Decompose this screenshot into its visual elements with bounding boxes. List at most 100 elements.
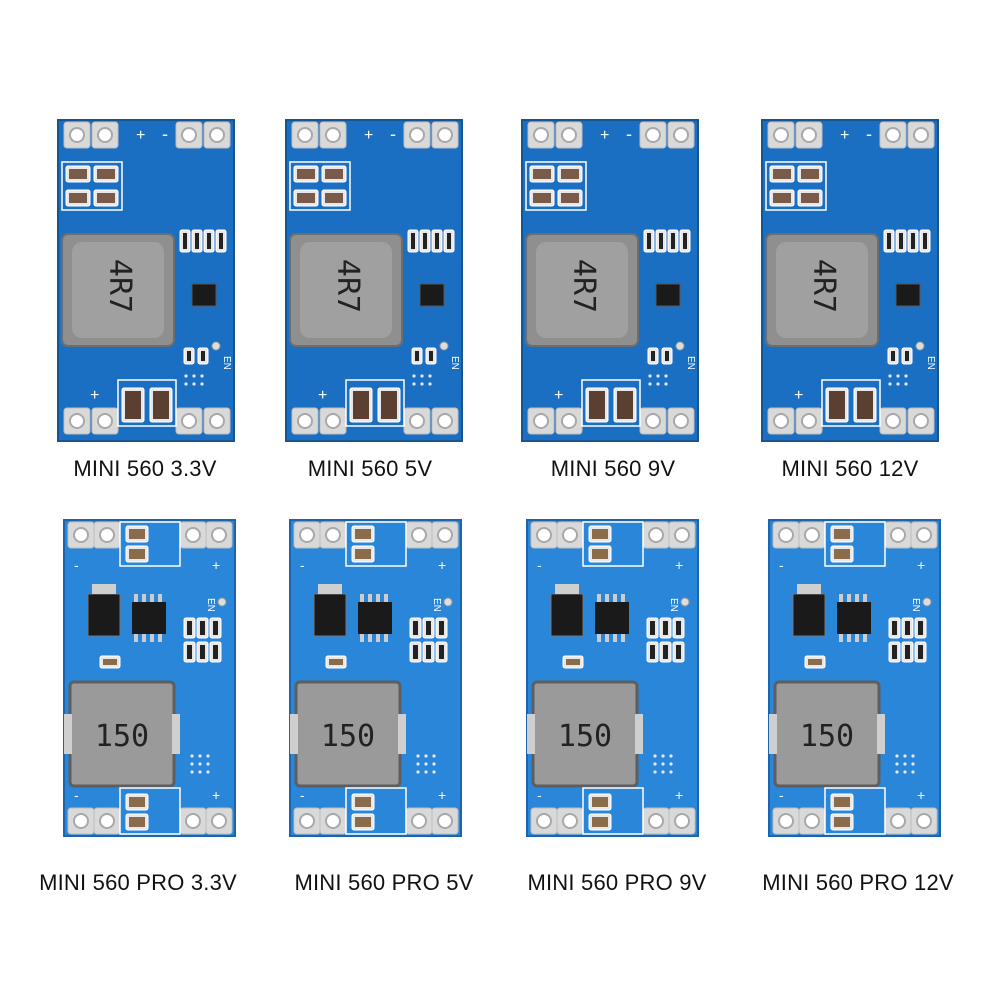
- resistor: [895, 229, 907, 253]
- diode: [550, 593, 584, 637]
- pad-bottom-left-1: [767, 407, 795, 435]
- inductor-marking: 150: [95, 719, 149, 754]
- capacitor: [351, 813, 375, 831]
- capacitor: [825, 387, 849, 423]
- capacitor: [149, 387, 173, 423]
- resistor: [659, 641, 672, 663]
- capacitor: [830, 793, 854, 811]
- resistor: [659, 617, 672, 639]
- capacitor: [349, 387, 373, 423]
- resistor: [203, 229, 215, 253]
- capacitor: [588, 793, 612, 811]
- caption-mini560pro-12v: MINI 560 PRO 12V: [762, 870, 954, 895]
- resistor: [907, 229, 919, 253]
- plus-silk-label: +: [212, 787, 220, 803]
- plus-silk-label: +: [212, 557, 220, 573]
- plus-silk-label: +: [917, 787, 925, 803]
- pad-top-left-1: [767, 121, 795, 149]
- pad-bottom-right-1: [179, 807, 207, 835]
- inductor-marking: 4R7: [330, 259, 365, 313]
- capacitor: [377, 387, 401, 423]
- pad-top-right-1: [179, 521, 207, 549]
- minus-silk-label: -: [74, 787, 79, 803]
- resistor: [887, 347, 899, 365]
- pad-top-left-1: [67, 521, 95, 549]
- pad-top-left-1: [291, 121, 319, 149]
- resistor: [422, 617, 435, 639]
- resistor: [901, 641, 914, 663]
- pad-bottom-left-2: [798, 807, 826, 835]
- pad-bottom-left-2: [93, 807, 121, 835]
- inductor-marking: 4R7: [806, 259, 841, 313]
- pad-top-left-2: [91, 121, 119, 149]
- pad-bottom-right-2: [667, 407, 695, 435]
- capacitor: [321, 189, 347, 207]
- plus-silk-label: +: [675, 787, 683, 803]
- resistor: [435, 617, 448, 639]
- capacitor: [351, 793, 375, 811]
- capacitor: [293, 165, 319, 183]
- inductor: 4R7: [289, 233, 403, 347]
- capacitor: [585, 387, 609, 423]
- resistor: [901, 617, 914, 639]
- pad-top-right-2: [910, 521, 938, 549]
- pad-bottom-left-2: [319, 407, 347, 435]
- inductor: 4R7: [765, 233, 879, 347]
- capacitor: [588, 525, 612, 543]
- plus-silk-label: +: [917, 557, 925, 573]
- capacitor: [588, 813, 612, 831]
- resistor: [679, 229, 691, 253]
- pad-bottom-left-2: [556, 807, 584, 835]
- minus-silk-label: -: [390, 124, 396, 144]
- pad-top-left-2: [795, 121, 823, 149]
- inductor-marking: 150: [321, 719, 375, 754]
- capacitor: [325, 655, 347, 669]
- plus-silk-label: +: [840, 127, 849, 144]
- caption-mini560pro-9v: MINI 560 PRO 9V: [527, 870, 707, 895]
- en-silk-label: EN: [205, 598, 216, 612]
- minus-silk-label: -: [537, 557, 542, 573]
- capacitor: [769, 189, 795, 207]
- capacitor: [797, 189, 823, 207]
- ic-chip: [358, 594, 392, 642]
- capacitor: [125, 813, 149, 831]
- resistor: [883, 229, 895, 253]
- pad-top-left-1: [530, 521, 558, 549]
- pad-top-left-2: [555, 121, 583, 149]
- capacitor: [125, 545, 149, 563]
- capacitor: [769, 165, 795, 183]
- pad-bottom-right-1: [884, 807, 912, 835]
- diode: [87, 593, 121, 637]
- plus-silk-label: +: [600, 127, 609, 144]
- pad-bottom-left-1: [63, 407, 91, 435]
- pad-bottom-left-2: [91, 407, 119, 435]
- resistor: [183, 641, 196, 663]
- capacitor: [830, 545, 854, 563]
- resistor: [643, 229, 655, 253]
- inductor: 4R7: [61, 233, 175, 347]
- pad-bottom-left-1: [67, 807, 95, 835]
- capacitor: [613, 387, 637, 423]
- resistor: [179, 229, 191, 253]
- pad-bottom-left-2: [319, 807, 347, 835]
- plus-silk-label: +: [554, 387, 563, 404]
- resistor: [196, 641, 209, 663]
- inductor-marking: 4R7: [102, 259, 137, 313]
- inductor: 150: [290, 680, 406, 788]
- pad-top-left-2: [319, 121, 347, 149]
- capacitor: [351, 545, 375, 563]
- pad-bottom-right-2: [910, 807, 938, 835]
- resistor: [914, 641, 927, 663]
- inductor-marking: 150: [558, 719, 612, 754]
- plus-silk-label: +: [136, 127, 145, 144]
- en-silk-label: EN: [925, 356, 936, 370]
- ic-chip: [895, 283, 921, 307]
- en-silk-label: EN: [221, 356, 232, 370]
- resistor: [209, 641, 222, 663]
- capacitor: [529, 165, 555, 183]
